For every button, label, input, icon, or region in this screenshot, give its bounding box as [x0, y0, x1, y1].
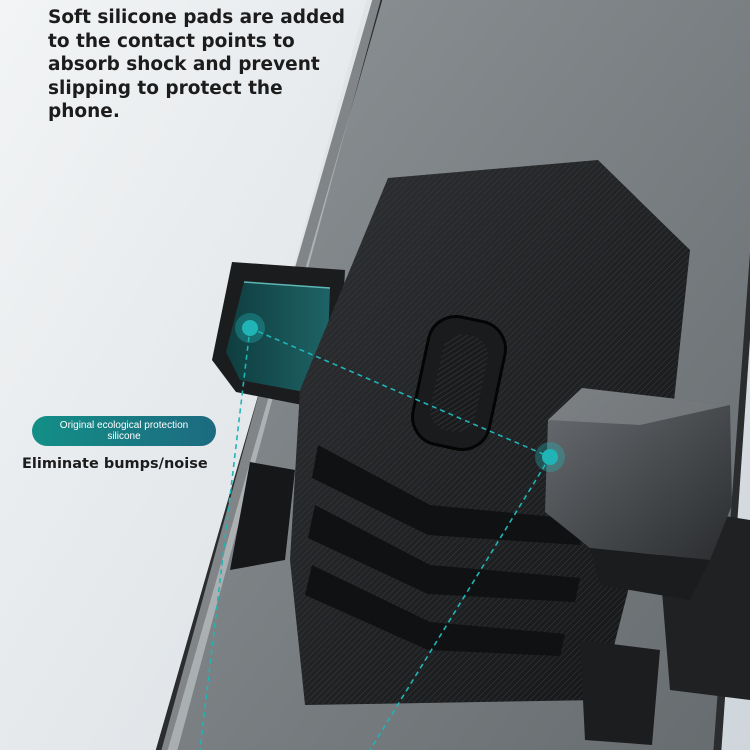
- right-clamp-arm: [545, 388, 750, 700]
- feature-caption: Eliminate bumps/noise: [22, 456, 208, 472]
- headline-text: Soft silicone pads are added to the cont…: [48, 7, 346, 122]
- cradle: [290, 160, 690, 705]
- material-badge-line-2: silicone: [107, 431, 141, 442]
- contact-point-dot-right: [535, 442, 565, 472]
- material-badge: Original ecological protection silicone: [32, 416, 216, 446]
- material-badge-line-1: Original ecological protection: [59, 420, 189, 431]
- contact-point-dot-left: [235, 313, 265, 343]
- bottom-support: [230, 462, 660, 745]
- callout-lines: [199, 327, 551, 750]
